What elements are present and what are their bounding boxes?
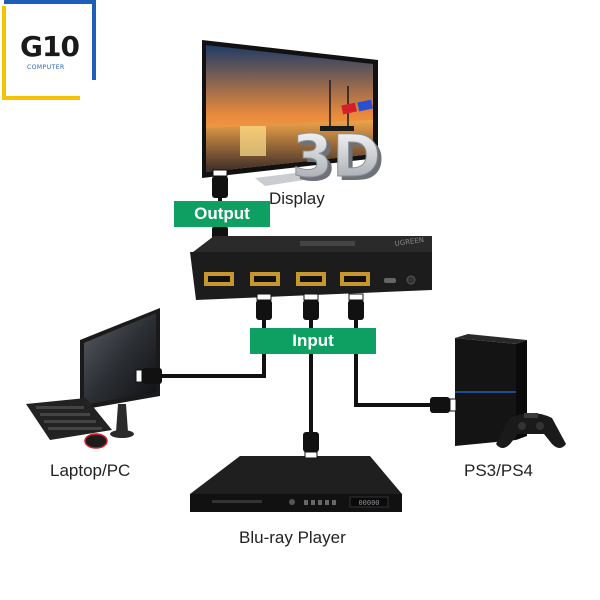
- output-badge: Output: [174, 201, 270, 227]
- 3d-icon: 3D 3D: [292, 99, 385, 194]
- hdmi-ports: [204, 272, 370, 286]
- ps3-ps4-label: PS3/PS4: [464, 461, 533, 480]
- hdmi-plug-bluray: [303, 432, 319, 459]
- ps-controller: [496, 413, 566, 448]
- hdmi-plug-laptop: [135, 368, 162, 384]
- hdmi-port-3: [296, 272, 326, 286]
- hdmi-plug-display-top: [212, 169, 228, 198]
- hdmi-port-2: [250, 272, 280, 286]
- input-badge: Input: [250, 328, 376, 354]
- hdmi-switch: UGREEN: [190, 236, 432, 300]
- laptop-pc-label: Laptop/PC: [50, 461, 131, 480]
- bluray-device: 00000: [190, 456, 402, 512]
- logo-subtitle: COMPUTER: [27, 64, 65, 71]
- 3d-text: 3D: [292, 122, 381, 190]
- g10-logo: [0, 0, 98, 100]
- hdmi-port-4: [340, 272, 370, 286]
- bluray-player-label: Blu-ray Player: [239, 528, 346, 547]
- usb-port: [384, 278, 396, 283]
- audio-jack: [406, 275, 416, 285]
- 3d-text-shadow: 3D: [296, 126, 385, 194]
- tv-display: [202, 40, 378, 186]
- hdmi-plugs-input: [256, 293, 364, 320]
- hdmi-port-1: [204, 272, 234, 286]
- cable-laptop: [158, 298, 266, 378]
- bluray-display-text: 00000: [358, 499, 379, 507]
- pc-device: [26, 308, 160, 449]
- display-label: Display: [269, 189, 325, 208]
- logo-text: G10: [20, 30, 80, 63]
- hdmi-plug-ps: [430, 397, 457, 413]
